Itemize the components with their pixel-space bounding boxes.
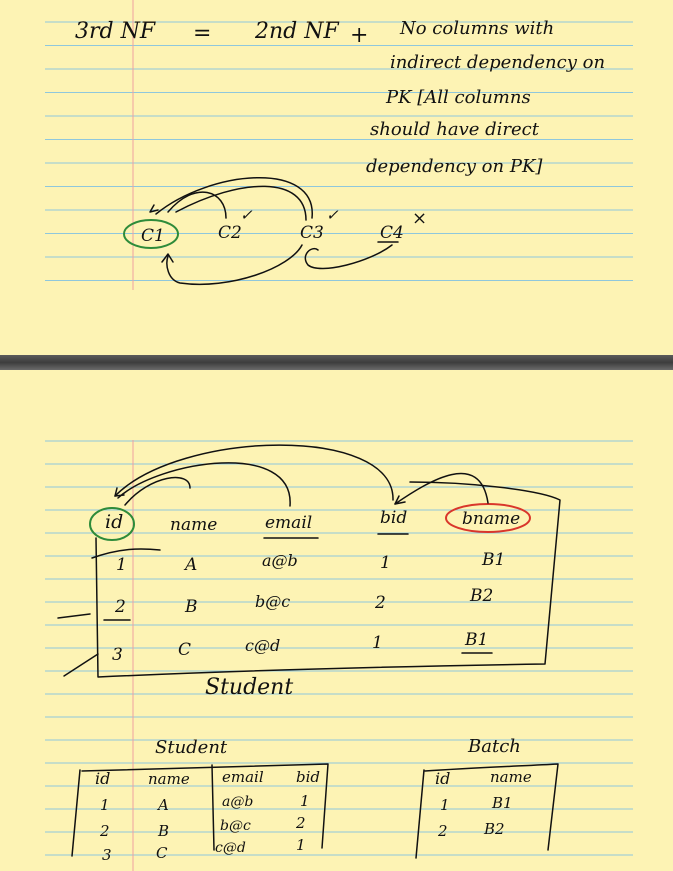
row3-email: c@d [245, 636, 280, 655]
row2-id: 2 [114, 597, 126, 617]
batch-row1-id: 1 [440, 796, 450, 814]
equals-sign: = [193, 21, 211, 46]
bname-red-circle [445, 503, 531, 533]
plus-sign: + [350, 23, 368, 48]
row3-id: 3 [112, 645, 123, 665]
split-row3-id: 3 [102, 846, 112, 864]
arrow-c4-to-c3 [304, 244, 393, 270]
arrow-head-c1 [149, 204, 159, 213]
row3-pointer [63, 653, 99, 677]
row3-bname: B1 [464, 630, 488, 650]
row3-name: C [178, 640, 191, 660]
spacer [211, 764, 215, 851]
batch-header-name: name [490, 768, 532, 786]
split-batch-table: Batch id name 1 B1 2 B2 [415, 736, 559, 859]
row2-name: B [184, 597, 198, 617]
split-row1-name: A [156, 796, 169, 814]
split-header-email: email [222, 768, 264, 786]
batch-row1-name: B1 [491, 794, 513, 812]
split-row1-id: 1 [100, 796, 110, 814]
row1-bname: B1 [481, 550, 505, 570]
split-row1-bid: 1 [300, 792, 310, 810]
arrow-bname-to-bid [394, 472, 489, 505]
c4-cross-mark: × [412, 208, 427, 229]
header-bid: bid [380, 508, 407, 528]
batch-top-right-border [424, 763, 559, 851]
split-row2-name: B [157, 822, 169, 840]
rule-line-3: PK [All columns [385, 87, 531, 108]
ruled-lines [45, 0, 633, 290]
column-c2: C2 [218, 223, 242, 243]
row1-bid: 1 [380, 553, 391, 573]
page-2-canvas: id name email bid bname 1 A a@b 1 B1 2 B… [45, 440, 633, 871]
column-c1: C1 [141, 226, 165, 246]
split-header-id: id [95, 769, 110, 788]
student-caption: Student [205, 675, 293, 700]
split-student-title: Student [155, 737, 228, 758]
split-header-name: name [148, 770, 190, 788]
column-c4: C4 [380, 223, 404, 243]
notebook-page-1: 3rd NF = 2nd NF + No columns with indire… [0, 0, 673, 355]
row3-bid: 1 [372, 633, 383, 653]
ruled-lines [45, 440, 633, 871]
rule-line-4: should have direct [370, 119, 540, 140]
row2-email: b@c [255, 592, 290, 611]
row2-bname: B2 [469, 586, 493, 606]
arrow-c3-to-c1 [155, 177, 313, 219]
batch-left-border [415, 769, 425, 859]
header-bname: bname [462, 509, 520, 529]
column-c3: C3 [300, 223, 324, 243]
arrow-email-to-id [117, 462, 291, 507]
rule-line-2: indirect dependency on [390, 52, 605, 73]
split-row2-email: b@c [220, 818, 251, 834]
split-row2-bid: 2 [295, 814, 306, 832]
split-row1-email: a@b [222, 794, 253, 810]
row2-bid: 2 [374, 593, 386, 613]
batch-row2-id: 2 [437, 822, 448, 840]
rule-line-5: dependency on PK] [366, 156, 543, 177]
split-row3-email: c@d [215, 840, 246, 856]
c1-green-circle [123, 219, 179, 249]
row2-pointer [57, 613, 91, 619]
page-1-canvas: 3rd NF = 2nd NF + No columns with indire… [45, 0, 633, 290]
table-enclosure [95, 481, 561, 678]
arrow-head-bid [394, 495, 406, 505]
split-row3-bid: 1 [296, 836, 306, 854]
split-student-left-border [71, 769, 81, 857]
arrow-c3-to-c1-b [175, 185, 307, 221]
arrow-bid-to-id [114, 444, 394, 501]
rule-line-1: No columns with [399, 18, 554, 39]
lhs-3rd-nf: 3rd NF [75, 19, 156, 44]
split-row3-name: C [156, 844, 168, 862]
notebook-page-2: id name email bid bname 1 A a@b 1 B1 2 B… [0, 370, 673, 871]
header-id: id [105, 511, 123, 533]
row1-email: a@b [262, 551, 298, 570]
rhs-2nd-nf: 2nd NF [254, 19, 339, 44]
id-green-circle [89, 507, 135, 541]
header-email: email [265, 513, 312, 533]
arrow-head-c1-bottom [161, 253, 174, 263]
arrow-head-id [114, 487, 125, 497]
split-student-top-right-border [81, 763, 329, 849]
row1-name: A [183, 555, 197, 575]
split-batch-title: Batch [467, 736, 521, 757]
c3-check-mark: ✓ [326, 206, 339, 224]
arrow-name-to-id [124, 476, 191, 506]
split-header-bid: bid [296, 768, 320, 786]
split-row2-id: 2 [99, 822, 110, 840]
row1-id: 1 [116, 555, 127, 575]
header-name: name [170, 515, 217, 535]
page-separator [0, 355, 673, 370]
c2-check-mark: ✓ [240, 206, 253, 224]
split-student-table: Student id name email bid 1 A a@b 1 2 B … [71, 737, 329, 864]
student-table: id name email bid bname 1 A a@b 1 B1 2 B… [57, 444, 561, 700]
batch-row2-name: B2 [483, 820, 505, 838]
arrow-c2-to-c1 [167, 191, 227, 219]
row-divider [91, 548, 161, 559]
batch-header-id: id [435, 769, 450, 788]
arrow-to-c1-bottom [166, 244, 303, 285]
